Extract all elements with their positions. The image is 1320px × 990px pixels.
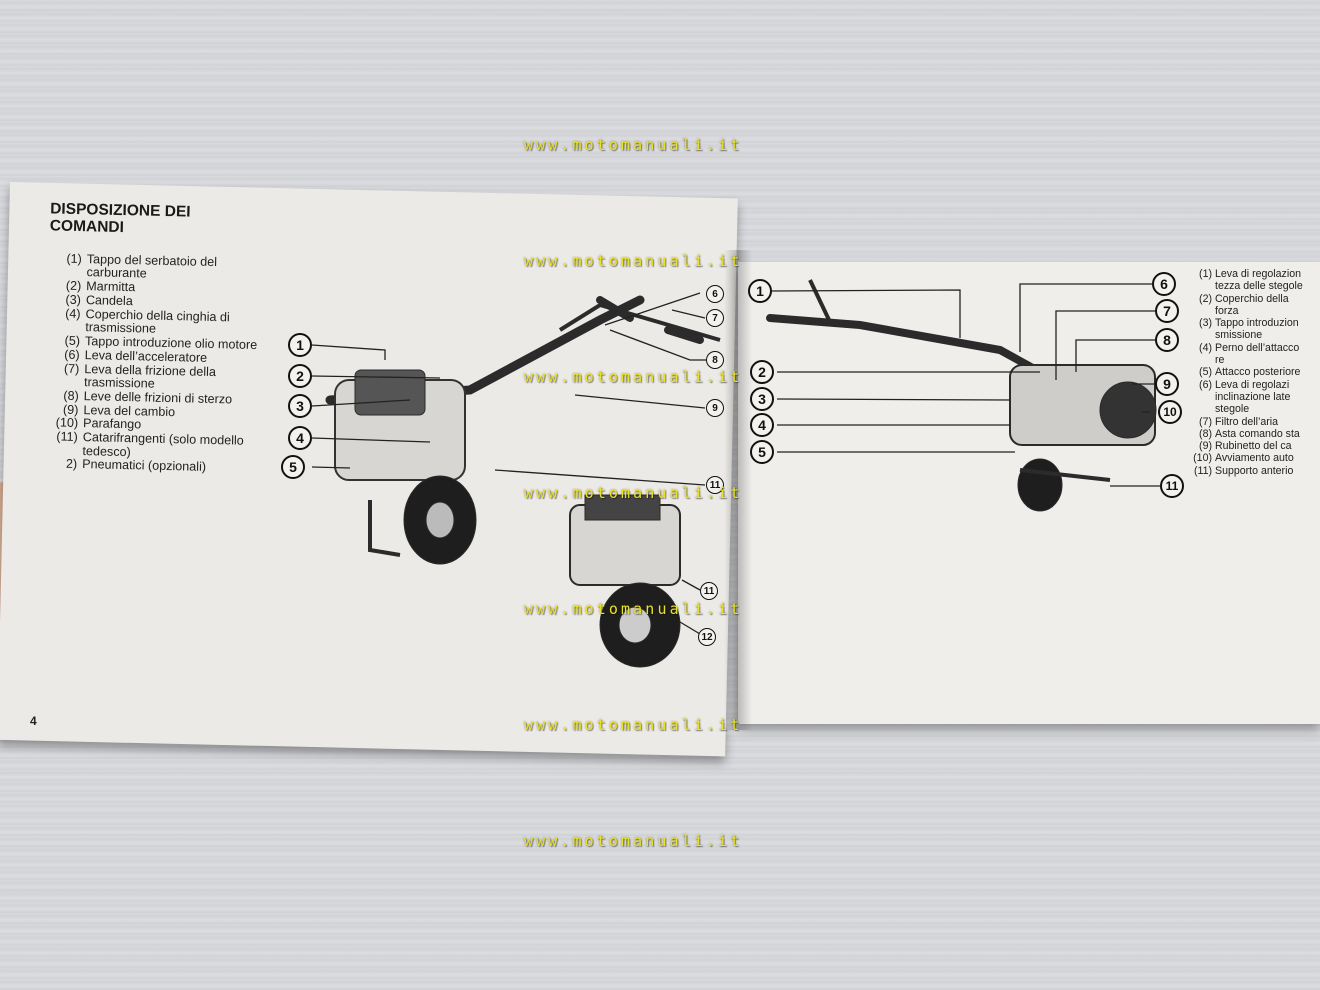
list-item: tezza delle stegole <box>1215 280 1303 293</box>
callout-r8: 8 <box>1155 328 1179 352</box>
callout-12: 12 <box>698 628 716 646</box>
callout-r2: 2 <box>750 360 774 384</box>
list-item: inclinazione late <box>1215 390 1291 403</box>
callout-5: 5 <box>281 455 305 479</box>
callout-r9: 9 <box>1155 372 1179 396</box>
callout-7: 7 <box>706 309 724 327</box>
booklet-spine <box>724 250 752 730</box>
callout-3: 3 <box>288 394 312 418</box>
list-item: smissione <box>1215 329 1263 342</box>
list-item: forza <box>1215 304 1239 317</box>
callout-r5: 5 <box>750 440 774 464</box>
callout-11: 11 <box>706 476 724 494</box>
callout-r4: 4 <box>750 413 774 437</box>
list-item: (7)Filtro dell’aria <box>1199 415 1278 428</box>
list-item: (10)Avviamento auto <box>1193 452 1294 465</box>
callout-r7: 7 <box>1155 299 1179 323</box>
watermark: www.motomanuali.it <box>524 600 743 618</box>
watermark: www.motomanuali.it <box>524 832 743 850</box>
page-title: DISPOSIZIONE DEI COMANDI <box>50 200 191 237</box>
callout-8: 8 <box>706 351 724 369</box>
callout-1: 1 <box>288 333 312 357</box>
callout-r3: 3 <box>750 387 774 411</box>
list-item: (1)Leva di regolazion <box>1199 268 1301 280</box>
title-line-2: COMANDI <box>49 217 125 237</box>
list-item: (11)Supporto anterio <box>1193 464 1294 477</box>
callout-4: 4 <box>288 426 312 450</box>
list-item: (2)Coperchio della <box>1199 292 1289 305</box>
callout-r11: 11 <box>1160 474 1184 498</box>
watermark: www.motomanuali.it <box>524 484 743 502</box>
list-item: (3)Tappo introduzion <box>1199 317 1299 330</box>
callout-r10: 10 <box>1158 400 1182 424</box>
list-item: (8)Asta comando sta <box>1199 427 1300 440</box>
watermark: www.motomanuali.it <box>524 252 743 270</box>
callout-r1: 1 <box>748 279 772 303</box>
watermark: www.motomanuali.it <box>524 716 743 734</box>
callout-leaders <box>311 283 1160 635</box>
callout-6: 6 <box>706 285 724 303</box>
list-item: (4)Perno dell’attacco <box>1199 341 1300 354</box>
page-number: 4 <box>30 714 37 728</box>
callout-9: 9 <box>706 399 724 417</box>
list-item: (6)Leva di regolazi <box>1199 378 1290 391</box>
list-item: stegole <box>1215 403 1250 416</box>
tiller-rear-view <box>766 279 1157 512</box>
list-item: re <box>1215 354 1225 367</box>
list-item: (5)Attacco posteriore <box>1199 366 1301 379</box>
controls-list: (1)Tappo del serbatoio del carburante (2… <box>33 252 278 477</box>
watermark: www.motomanuali.it <box>524 368 743 386</box>
tiller-front-view <box>569 494 681 668</box>
callout-2: 2 <box>288 364 312 388</box>
list-item: (9)Rubinetto del ca <box>1199 440 1292 453</box>
right-controls-list: (1)Leva di regolazion tezza delle stegol… <box>1186 268 1320 477</box>
watermark: www.motomanuali.it <box>524 136 743 154</box>
callout-r6: 6 <box>1152 272 1176 296</box>
tiller-side-view <box>325 295 721 565</box>
callout-11b: 11 <box>700 582 718 600</box>
